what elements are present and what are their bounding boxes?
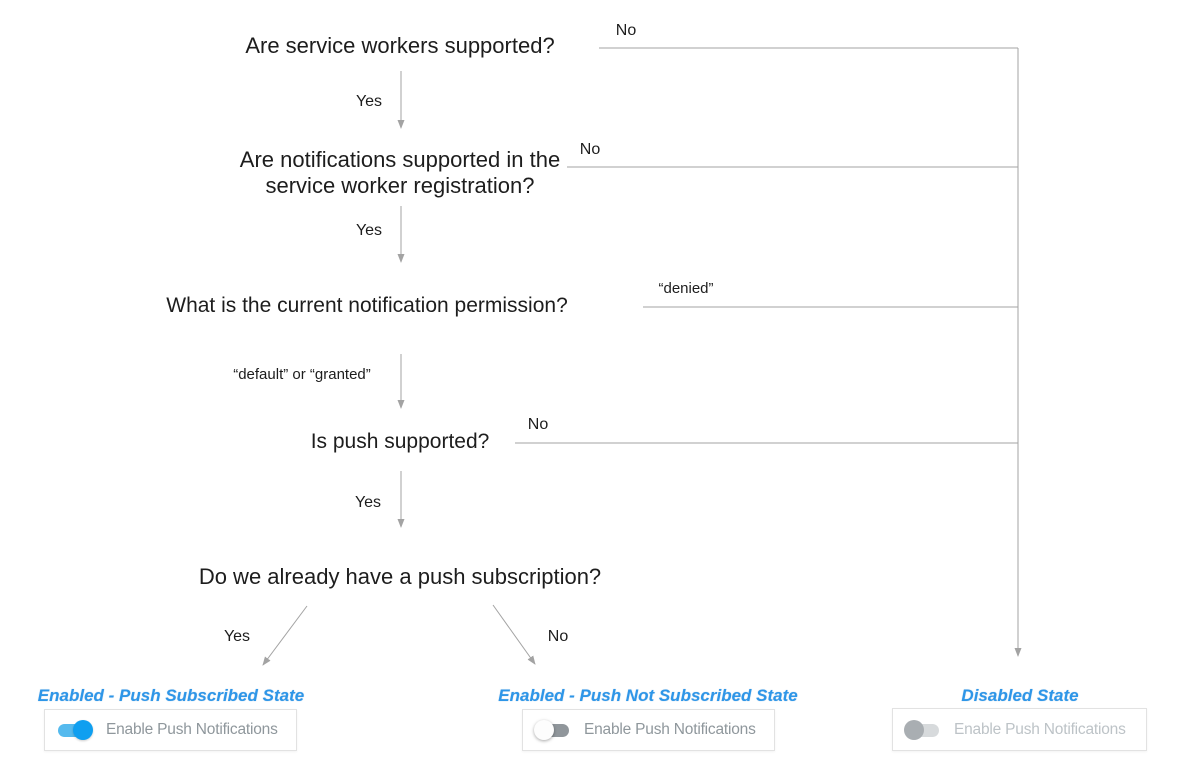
- question-notification-permission: What is the current notification permiss…: [166, 294, 568, 317]
- push-toggle-disabled: [904, 719, 941, 740]
- toggle-knob: [904, 719, 924, 740]
- edge-q5-yes-line: [262, 605, 308, 666]
- card-push-subscribed: Enable Push Notifications: [44, 709, 297, 751]
- toggle-label: Enable Push Notifications: [954, 720, 1126, 738]
- label-q5-yes: Yes: [223, 628, 251, 645]
- card-disabled: Enable Push Notifications: [892, 708, 1147, 751]
- state-label-disabled: Disabled State: [961, 686, 1079, 705]
- label-q4-yes: Yes: [354, 494, 382, 511]
- question-service-workers: Are service workers supported?: [245, 33, 555, 58]
- toggle-knob: [534, 720, 554, 740]
- label-q1-no: No: [615, 22, 637, 39]
- label-q3-default-granted: “default” or “granted”: [233, 366, 371, 383]
- push-toggle-off[interactable]: [534, 720, 571, 740]
- label-q1-yes: Yes: [355, 93, 383, 110]
- toggle-label: Enable Push Notifications: [106, 721, 278, 738]
- question-push-supported: Is push supported?: [310, 430, 490, 453]
- toggle-knob: [73, 720, 93, 740]
- toggle-label: Enable Push Notifications: [584, 721, 756, 738]
- label-q2-yes: Yes: [355, 222, 383, 239]
- question-notifications-supported: Are notifications supported in the servi…: [239, 147, 561, 198]
- label-q3-denied: “denied”: [658, 280, 714, 297]
- edge-q5-no-line: [492, 604, 536, 665]
- question-push-subscription: Do we already have a push subscription?: [198, 564, 602, 589]
- label-q4-no: No: [527, 416, 549, 433]
- label-q5-no: No: [547, 628, 569, 645]
- state-label-push-not-subscribed: Enabled - Push Not Subscribed State: [498, 686, 798, 705]
- label-q2-no: No: [579, 141, 601, 158]
- card-push-not-subscribed: Enable Push Notifications: [522, 709, 775, 751]
- state-label-push-subscribed: Enabled - Push Subscribed State: [37, 686, 305, 705]
- push-toggle-on[interactable]: [56, 720, 93, 740]
